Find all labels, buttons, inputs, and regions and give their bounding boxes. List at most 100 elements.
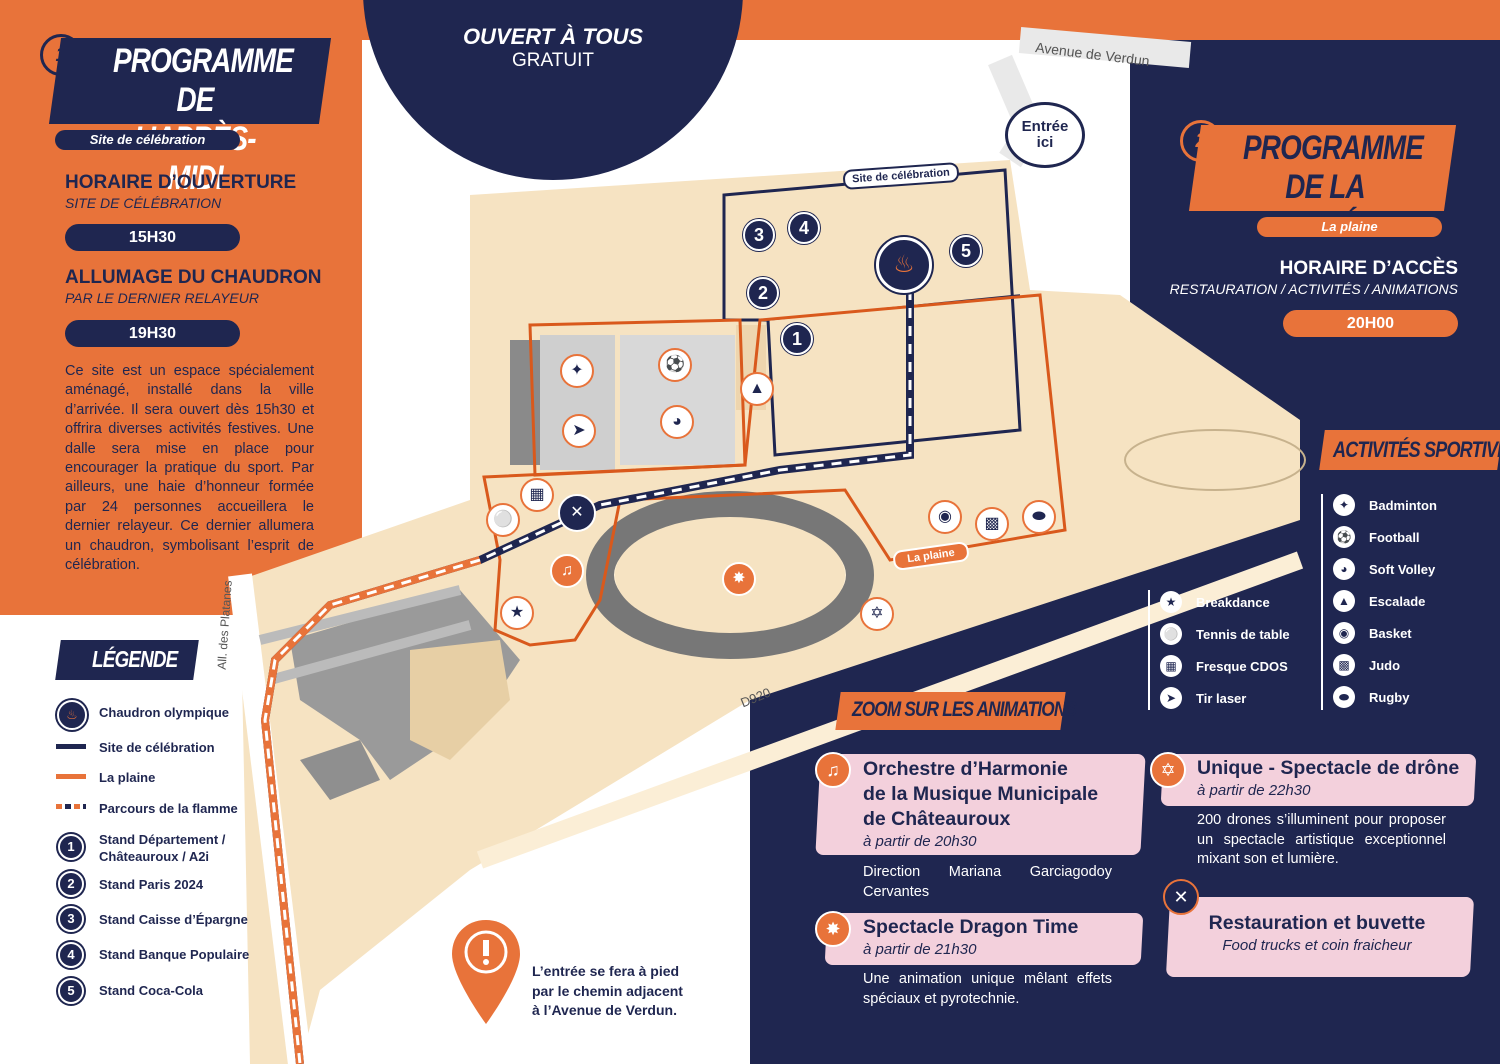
legend-label-flame-route: Parcours de la flamme — [99, 801, 238, 816]
map-stand-2[interactable]: 2 — [747, 277, 779, 309]
lighting-time-pill: 19H30 — [65, 320, 240, 347]
football-icon: ⚽ — [1333, 526, 1355, 548]
access-title: HORAIRE D’ACCÈS — [1279, 258, 1458, 279]
open-to-all-text: OUVERT À TOUS — [462, 24, 644, 49]
legend-stand-2-badge: 2 — [58, 871, 84, 897]
legend-navy-line-icon — [56, 744, 86, 749]
volleyball-icon: ◕ — [1333, 558, 1355, 580]
map-breakdance-icon[interactable]: ★ — [500, 596, 534, 630]
legend-stand-3-badge: 3 — [58, 906, 84, 932]
lighting-sub: PAR LE DERNIER RELAYEUR — [65, 290, 259, 306]
activity-basketball: Basket — [1369, 626, 1412, 641]
map-stand-3[interactable]: 3 — [743, 219, 775, 251]
opening-sub: SITE DE CÉLÉBRATION — [65, 195, 222, 211]
drone-icon: ✡ — [1150, 752, 1186, 788]
section1-site-pill: Site de célébration — [55, 130, 240, 150]
activities-title: ACTIVITÉS SPORTIVES — [1333, 437, 1500, 462]
legend-label-site: Site de célébration — [99, 740, 215, 755]
legend-label-plaine: La plaine — [99, 770, 156, 785]
activity-table-tennis: Tennis de table — [1196, 627, 1290, 642]
music-icon: ♫ — [815, 752, 851, 788]
drone-title: Unique - Spectacle de drône — [1197, 757, 1460, 779]
entry-bubble[interactable]: Entrée ici — [1005, 102, 1085, 168]
opening-title: HORAIRE D’OUVERTURE — [65, 172, 297, 193]
legend-dashed-line-icon — [56, 804, 86, 809]
section2-title-line1: PROGRAMME — [1243, 129, 1424, 167]
entry-note-line2: par le chemin adjacent — [532, 982, 683, 999]
activity-laser: Tir laser — [1196, 691, 1247, 706]
map-judo-icon[interactable]: ▩ — [975, 507, 1009, 541]
judo-icon: ▩ — [1333, 654, 1355, 676]
map-fresco-icon[interactable]: ▦ — [520, 478, 554, 512]
orchestra-title-line1: Orchestre d’Harmonie — [863, 758, 1068, 780]
drone-time: à partir de 22h30 — [1197, 782, 1311, 799]
map-dragon-icon[interactable]: ✸ — [722, 562, 756, 596]
map-badminton-icon[interactable]: ✦ — [560, 354, 594, 388]
basketball-icon: ◉ — [1333, 622, 1355, 644]
orchestra-title-line2: de la Musique Municipale — [863, 783, 1099, 805]
animations-title: ZOOM SUR LES ANIMATIONS — [852, 698, 1077, 721]
map-cauldron-icon[interactable]: ♨ — [876, 237, 932, 293]
opening-time-pill: 15H30 — [65, 224, 240, 251]
laser-gun-icon: ➤ — [1160, 687, 1182, 709]
activity-badminton: Badminton — [1369, 498, 1437, 513]
legend-cauldron-icon: ♨ — [57, 700, 87, 730]
activity-rugby: Rugby — [1369, 690, 1410, 705]
activities-divider-left — [1148, 590, 1150, 710]
map-food-icon[interactable]: ✕ — [558, 494, 596, 532]
activity-breakdance: Breakdance — [1196, 595, 1270, 610]
climbing-icon: ▲ — [1333, 590, 1355, 612]
entry-note: L’entrée se fera à pied par le chemin ad… — [532, 962, 683, 1021]
map-stand-4[interactable]: 4 — [788, 212, 820, 244]
dragon-desc: Une animation unique mêlant effets spéci… — [863, 971, 1112, 1007]
map-rugby-icon[interactable]: ⬬ — [1022, 500, 1056, 534]
legend-label-stand-4: Stand Banque Populaire — [99, 947, 250, 962]
activity-climbing: Escalade — [1369, 594, 1426, 609]
legend-stand-5-badge: 5 — [58, 978, 84, 1004]
access-sub: RESTAURATION / ACTIVITÉS / ANIMATIONS — [1169, 281, 1458, 297]
orchestra-time: à partir de 20h30 — [863, 833, 977, 850]
food-sub: Food trucks et coin fraicheur — [1222, 937, 1412, 954]
legend-label-cauldron: Chaudron olympique — [99, 705, 229, 720]
entry-note-line3: à l’Avenue de Verdun. — [532, 1002, 677, 1018]
legend-label-stand-3: Stand Caisse d’Épargne — [99, 912, 248, 927]
map-football-icon[interactable]: ⚽ — [658, 348, 692, 382]
map-table-tennis-icon[interactable]: ⚪ — [486, 503, 520, 537]
legend-label-stand-1: Stand Département / Châteauroux / A2i — [99, 832, 226, 864]
orchestra-title: Orchestre d’Harmonie de la Musique Munic… — [863, 757, 1098, 832]
orchestra-title-line3: de Châteauroux — [863, 808, 1011, 830]
legend-label-stand-2: Stand Paris 2024 — [99, 877, 204, 892]
free-text: GRATUIT — [512, 50, 594, 71]
legend-label-stand-5: Stand Coca-Cola — [99, 983, 204, 998]
map-music-icon[interactable]: ♫ — [550, 554, 584, 588]
orchestra-desc: Direction Mariana Garciagodoy Cervantes — [863, 864, 1112, 900]
food-icon: ✕ — [1163, 879, 1199, 915]
food-title: Restauration et buvette — [1208, 912, 1426, 934]
entry-bubble-line1: Entrée — [1021, 118, 1069, 135]
breakdance-icon: ★ — [1160, 591, 1182, 613]
legend-title: LÉGENDE — [92, 646, 178, 672]
rugby-icon: ⬬ — [1333, 686, 1355, 708]
map-stand-5[interactable]: 5 — [950, 235, 982, 267]
activities-divider-right — [1321, 494, 1323, 710]
table-tennis-icon: ⚪ — [1160, 623, 1182, 645]
activity-football: Football — [1369, 530, 1420, 545]
activity-volley: Soft Volley — [1369, 562, 1436, 577]
map-stand-1[interactable]: 1 — [781, 323, 813, 355]
map-basketball-icon[interactable]: ◉ — [928, 500, 962, 534]
dragon-title: Spectacle Dragon Time — [863, 916, 1079, 938]
map-climbing-icon[interactable]: ▲ — [740, 372, 774, 406]
map-laser-icon[interactable]: ➤ — [562, 414, 596, 448]
activity-fresco: Fresque CDOS — [1196, 659, 1288, 674]
map-volleyball-icon[interactable]: ◕ — [660, 405, 694, 439]
access-time-pill: 20H00 — [1283, 310, 1458, 337]
map-drone-icon[interactable]: ✡ — [860, 597, 894, 631]
entry-bubble-line2: ici — [1036, 134, 1054, 151]
drone-desc: 200 drones s’illuminent pour proposer un… — [1197, 812, 1446, 867]
location-pin-icon — [452, 920, 520, 1024]
fresco-icon: ▦ — [1160, 655, 1182, 677]
section1-description: Ce site est un espace spécialement aména… — [65, 363, 314, 574]
dragon-time: à partir de 21h30 — [863, 941, 977, 958]
legend-stand-1-badge: 1 — [58, 834, 84, 860]
dragon-icon: ✸ — [815, 911, 851, 947]
